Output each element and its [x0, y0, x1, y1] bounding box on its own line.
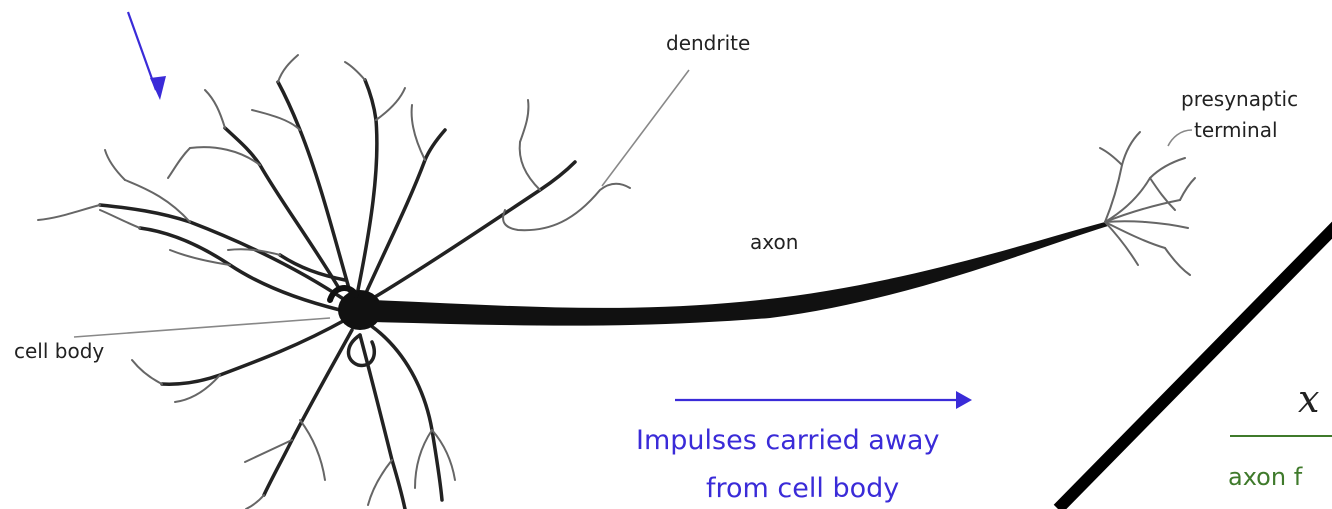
impulse-text-line1: Impulses carried away	[636, 425, 939, 456]
axon-label: axon	[750, 230, 798, 254]
cell-body-label: cell body	[14, 339, 104, 363]
incoming-arrow	[128, 12, 166, 100]
lower-dendrites	[132, 320, 455, 509]
impulse-arrow	[675, 391, 972, 409]
impulse-text-line2: from cell body	[706, 473, 899, 504]
terminal-label: terminal	[1194, 118, 1278, 142]
presynaptic-label: presynaptic	[1181, 87, 1298, 111]
math-x-partial: x	[1298, 377, 1319, 421]
dendrites	[38, 55, 630, 310]
dendrite-label: dendrite	[666, 31, 750, 55]
presynaptic-branches	[1100, 132, 1195, 275]
axon-shape	[372, 222, 1108, 326]
axon-partial-label: axon f	[1228, 463, 1303, 491]
